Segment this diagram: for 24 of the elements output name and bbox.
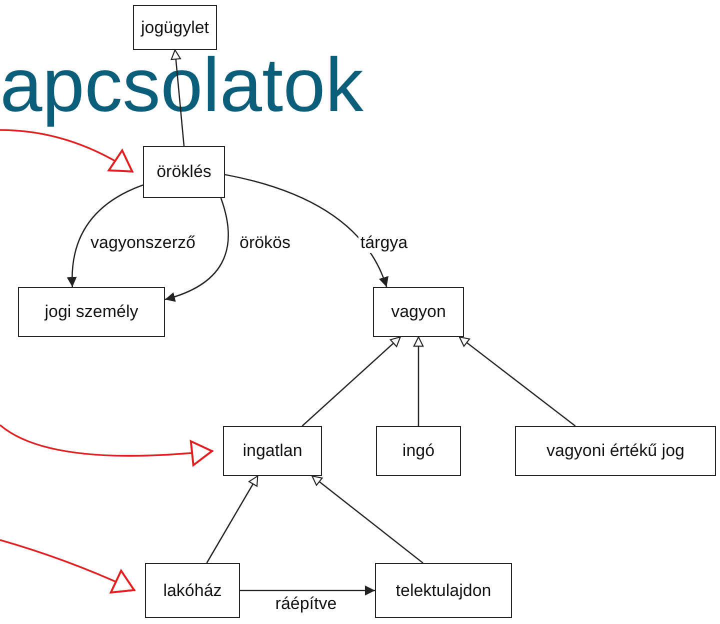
arrow	[240, 586, 375, 596]
class-box: jogügylet	[133, 5, 217, 50]
arrow	[224, 174, 388, 288]
class-box: telektulajdon	[375, 563, 512, 618]
arrow	[302, 336, 401, 426]
edge-label: ráépítve	[273, 594, 339, 614]
edge-label: tárgya	[358, 233, 410, 253]
class-box: jogi személy	[18, 287, 165, 337]
class-box: ingó	[376, 426, 461, 476]
class-box: ingatlan	[223, 426, 322, 476]
arrow	[312, 475, 424, 564]
class-box: lakóház	[145, 563, 240, 618]
class-box: vagyon	[373, 287, 464, 337]
hand-drawn-arrow	[0, 424, 214, 466]
class-box: öröklés	[143, 146, 225, 198]
arrow	[164, 198, 229, 302]
class-box: vagyoni értékű jog	[515, 426, 716, 476]
hand-drawn-arrow	[0, 129, 134, 173]
arrow	[67, 184, 144, 287]
arrow	[458, 336, 576, 427]
hand-drawn-arrow	[0, 539, 136, 594]
edge-label: vagyonszerző	[88, 233, 198, 253]
arrow	[206, 475, 258, 564]
arrow	[413, 336, 424, 426]
